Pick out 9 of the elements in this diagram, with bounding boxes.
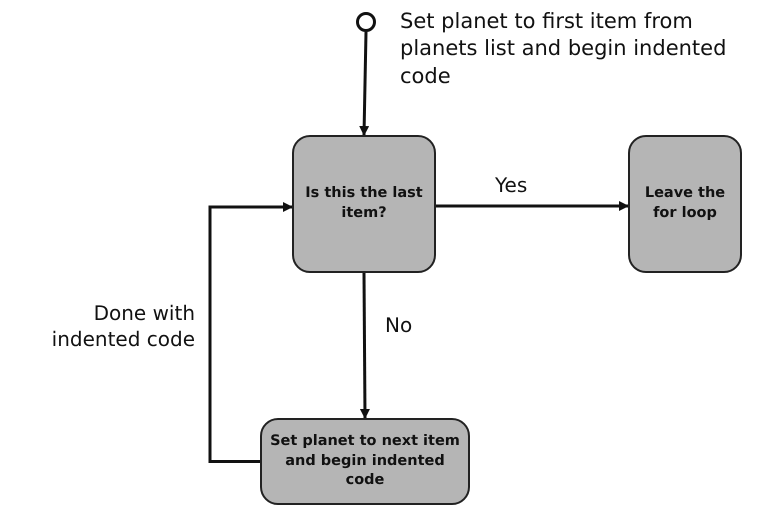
arrow: [208, 202, 293, 463]
arrow: [359, 32, 370, 136]
arrow: [436, 201, 629, 211]
process-box: Set planet to next item and begin indented code: [260, 418, 470, 505]
process-box: Is this the last item?: [292, 135, 436, 273]
start-circle: [356, 12, 376, 32]
step-description: Set planet to first item from planets list and begin indented code: [400, 8, 728, 90]
arrow: [360, 273, 370, 419]
process-box: Leave the for loop: [628, 135, 742, 273]
